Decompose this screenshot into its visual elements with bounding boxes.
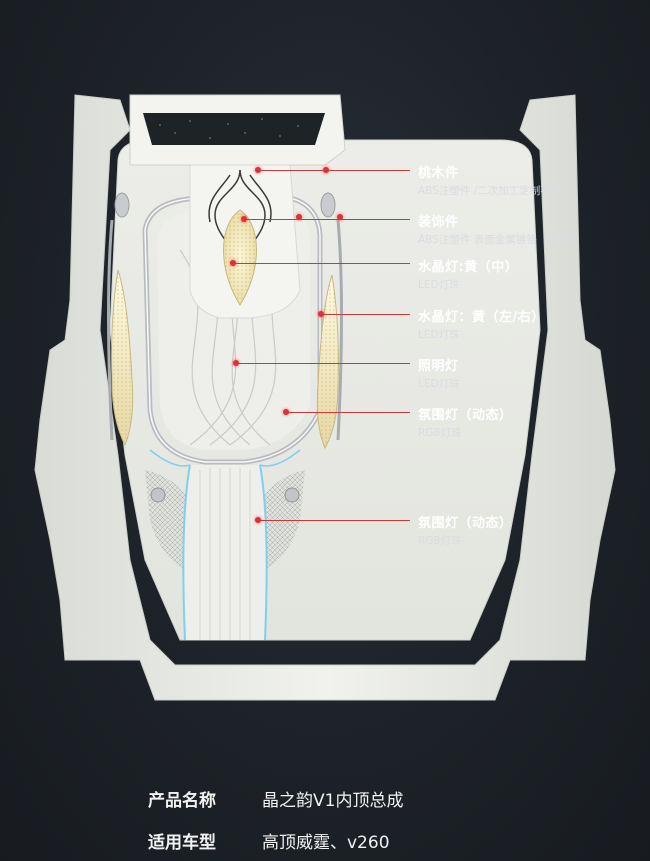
- callout-title: 水晶灯：黄（左/右）: [418, 310, 545, 325]
- callout-subtitle: LED灯珠: [418, 279, 460, 291]
- callout-subtitle: RGB灯珠: [418, 535, 462, 547]
- leader-line: [236, 363, 410, 364]
- leader-line: [286, 412, 410, 413]
- callout-subtitle: ABS注塑件 表面金属镀铬（金/银）: [418, 234, 583, 246]
- spec-label-vehicle-model: 适用车型: [148, 833, 216, 853]
- marker-dot: [337, 214, 343, 220]
- spec-label-product-name: 产品名称: [148, 791, 216, 811]
- callout-ambient-light-lower: 氛围灯（动态） RGB灯珠: [418, 512, 513, 548]
- callout-crystal-light-center: 水晶灯:黄（中） LED灯珠: [418, 256, 518, 292]
- callout-title: 氛围灯（动态）: [418, 408, 513, 423]
- callout-lighting: 照明灯 LED灯珠: [418, 355, 460, 391]
- callout-subtitle: LED灯珠: [418, 378, 460, 390]
- leader-line: [321, 314, 410, 315]
- spec-value-product-name: 晶之韵V1内顶总成: [262, 791, 404, 811]
- callout-subtitle: ABS注塑件 /二次加工定制花纹: [418, 185, 562, 197]
- callout-subtitle: LED灯珠: [418, 329, 460, 341]
- callout-ambient-light-upper: 氛围灯（动态） RGB灯珠: [418, 404, 513, 440]
- callout-title: 桃木件: [418, 166, 459, 181]
- spec-value-vehicle-model: 高顶威霆、v260: [262, 833, 390, 853]
- callout-crystal-light-sides: 水晶灯：黄（左/右） LED灯珠: [418, 306, 545, 342]
- callout-wood-trim: 桃木件 ABS注塑件 /二次加工定制花纹: [418, 162, 561, 198]
- leader-line: [233, 263, 410, 264]
- callout-title: 装饰件: [418, 215, 459, 230]
- callout-title: 照明灯: [418, 359, 459, 374]
- marker-dot: [296, 214, 302, 220]
- callout-decorative-part: 装饰件 ABS注塑件 表面金属镀铬（金/银）: [418, 211, 582, 247]
- leader-line: [258, 520, 410, 521]
- callout-subtitle: RGB灯珠: [418, 427, 462, 439]
- callout-title: 氛围灯（动态）: [418, 516, 513, 531]
- leader-line: [258, 170, 410, 171]
- callout-title: 水晶灯:黄（中）: [418, 260, 519, 275]
- leader-line: [244, 219, 410, 220]
